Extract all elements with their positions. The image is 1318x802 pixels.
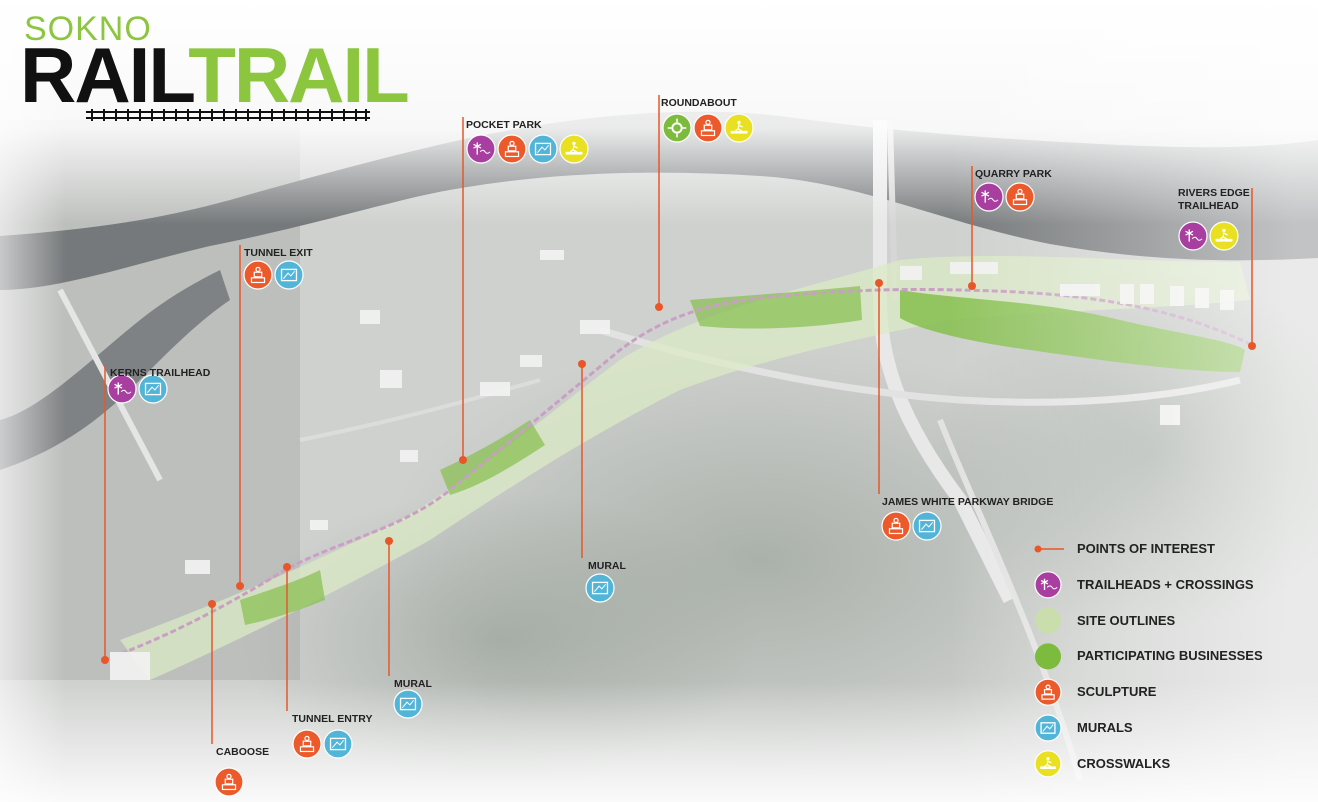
mural-icon [138,374,168,404]
sculpture-icon [243,260,273,290]
poi-label-caboose: CABOOSE [216,746,270,758]
sculpture-icon [1005,182,1035,212]
sculpture-icon [292,729,322,759]
poi-label-line: TRAILHEAD [1178,200,1239,212]
crosswalk-icon [724,113,754,143]
poi-dot-mural-1[interactable] [578,360,586,368]
mural-icon [393,689,423,719]
mural-icon [274,260,304,290]
poi-label-roundabout: ROUNDABOUT [661,97,737,109]
sculpture-icon [693,113,723,143]
sculpture-icon [881,511,911,541]
poi-label-line: RIVERS EDGE [1178,187,1250,199]
poi-label-mural-2: MURAL [394,678,432,690]
mural-icon [585,573,615,603]
legend-label-mural: MURALS [1077,720,1133,735]
business-icon [662,113,692,143]
poi-dot-james-white[interactable] [875,279,883,287]
mural-icon [323,729,353,759]
poi-label-mural-1: MURAL [588,560,626,572]
poi-label-kerns-trailhead: KERNS TRAILHEAD [110,367,211,379]
legend-label-poi: POINTS OF INTEREST [1077,541,1215,556]
logo-main-word: RAILTRAIL [20,36,410,114]
poi-dot-quarry-park[interactable] [968,282,976,290]
poi-dot-mural-2[interactable] [385,537,393,545]
sculpture-icon [497,134,527,164]
poi-dot-pocket-park[interactable] [459,456,467,464]
poi-label-tunnel-entry: TUNNEL ENTRY [292,713,373,725]
railroad-track-icon [86,109,370,121]
trailhead-icon [466,134,496,164]
sculpture-icon [214,767,244,797]
logo-trail-word: TRAIL [188,31,410,119]
logo-rail-word: RAIL [20,31,190,119]
poi-dot-caboose[interactable] [208,600,216,608]
mural-icon [912,511,942,541]
poi-dot-roundabout[interactable] [655,303,663,311]
trailhead-icon [1178,221,1208,251]
legend-label-sculpture: SCULPTURE [1077,684,1157,700]
trailhead-icon [107,374,137,404]
legend-label-business: PARTICIPATING BUSINESSES [1077,648,1263,664]
legend-label-site_outline: SITE OUTLINES [1077,612,1176,628]
legend-label-trailhead: TRAILHEADS + CROSSINGS [1077,576,1254,592]
poi-label-james-white: JAMES WHITE PARKWAY BRIDGE [882,496,1054,508]
trailhead-icon [974,182,1004,212]
poi-label-tunnel-exit: TUNNEL EXIT [244,247,313,259]
crosswalk-icon [559,134,589,164]
crosswalk-icon [1209,221,1239,251]
logo-top-word: SOKNO [24,10,152,48]
poi-dot-tunnel-entry[interactable] [283,563,291,571]
poi-label-pocket-park: POCKET PARK [466,119,542,131]
poi-label-quarry-park: QUARRY PARK [975,168,1052,180]
mural-icon [528,134,558,164]
poi-dot-rivers-edge[interactable] [1248,342,1256,350]
poi-dot-tunnel-exit[interactable] [236,582,244,590]
poi-dot-kerns-trailhead[interactable] [101,656,109,664]
legend-label-crosswalk: CROSSWALKS [1077,755,1171,771]
